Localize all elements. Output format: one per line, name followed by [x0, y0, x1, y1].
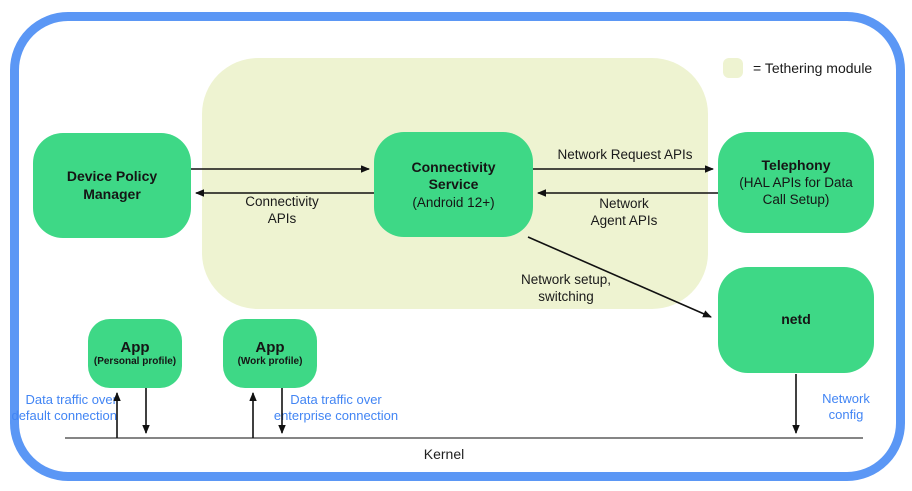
node-netd: netd: [718, 267, 874, 373]
node-title: App: [120, 339, 150, 356]
edge-label-network-request-apis: Network Request APIs: [557, 147, 693, 162]
node-app-work-profile: App (Work profile): [223, 319, 317, 388]
tethering-module-swatch-icon: [723, 58, 743, 78]
node-subtitle: (Android 12+): [412, 194, 495, 210]
node-subtitle: (Work profile): [237, 356, 303, 367]
node-app-personal-profile: App (Personal profile): [88, 319, 182, 388]
edge-label-network-setup-switching: Network setup, switching: [520, 272, 612, 304]
label-data-traffic-default: Data traffic over default connection: [11, 392, 117, 423]
node-subtitle: (Personal profile): [93, 356, 177, 367]
node-title: Device Policy Manager: [66, 168, 158, 202]
edge-label-connectivity-apis: Connectivity APIs: [245, 194, 319, 226]
node-title: netd: [781, 311, 811, 328]
node-device-policy-manager: Device Policy Manager: [33, 133, 191, 238]
node-subtitle: (HAL APIs for Data Call Setup): [739, 175, 853, 208]
node-title: App: [255, 339, 285, 356]
node-title: Telephony: [761, 156, 831, 173]
label-network-config: Network config: [822, 391, 870, 422]
legend: = Tethering module: [723, 58, 872, 78]
legend-label: = Tethering module: [753, 60, 873, 76]
edge-label-network-agent-apis: Network Agent APIs: [590, 196, 658, 228]
node-connectivity-service: Connectivity Service (Android 12+): [374, 132, 533, 237]
kernel-label: Kernel: [423, 446, 465, 462]
label-data-traffic-enterprise: Data traffic over enterprise connection: [273, 392, 399, 423]
device-boundary-frame: [10, 12, 905, 481]
node-title: Connectivity Service: [411, 158, 496, 193]
node-telephony: Telephony (HAL APIs for Data Call Setup): [718, 132, 874, 233]
